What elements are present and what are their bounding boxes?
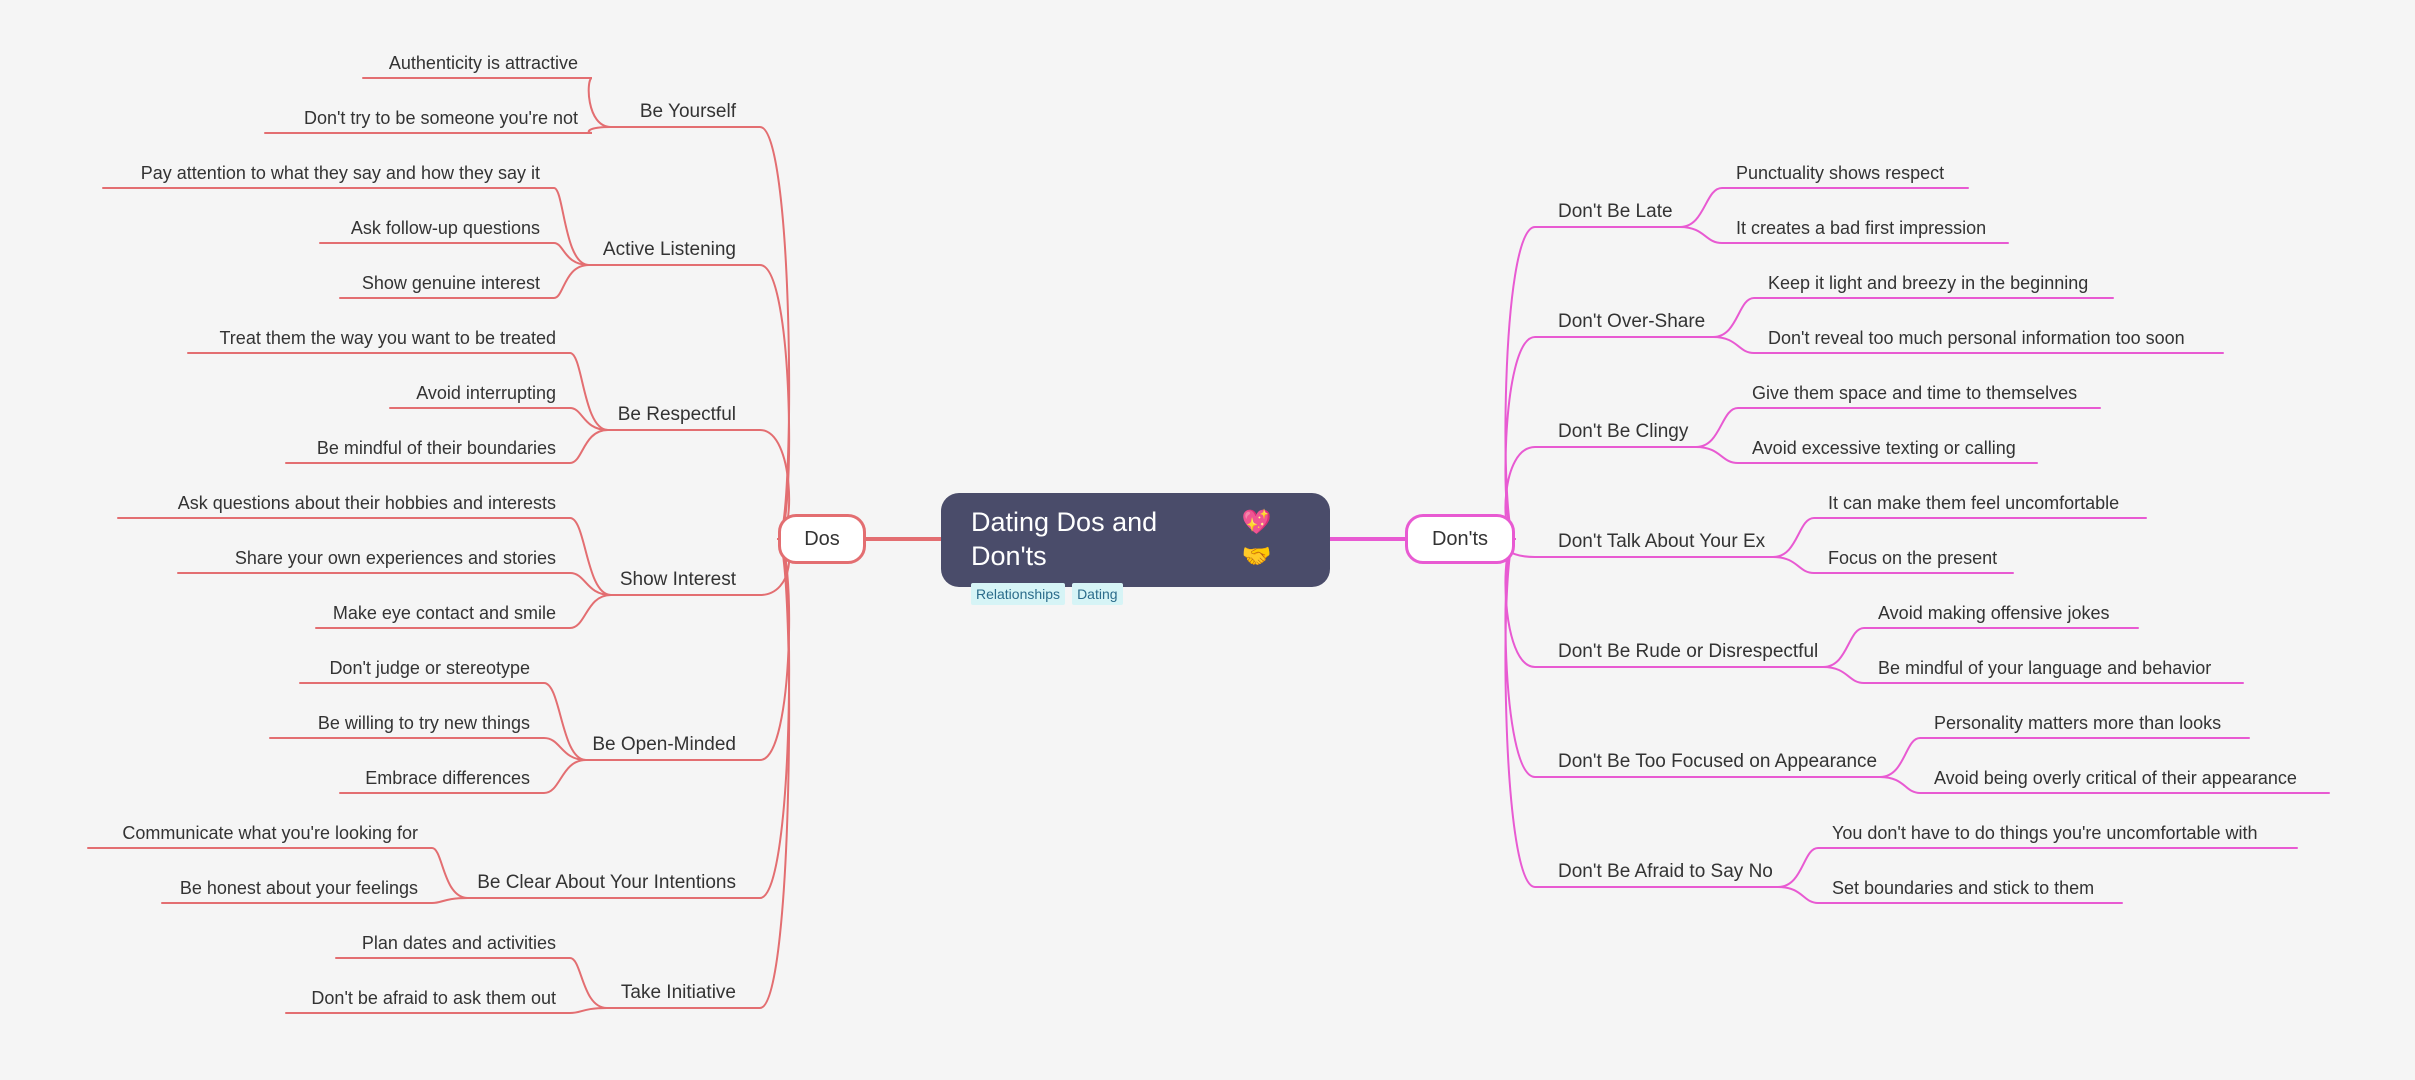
connector-item-be-yourself-1 [264,126,612,134]
connector-item-be-open-minded-0 [299,682,587,761]
connector-dos-be-respectful [607,429,791,540]
connector-item-don-t-be-late-0 [1679,187,1969,228]
heart-handshake-emoji-icon: 💖🤝 [1241,508,1272,570]
topic-show-interest[interactable]: Show Interest [619,569,736,590]
subtopic-be-open-minded-1[interactable]: Be willing to try new things [317,713,530,733]
connector-donts-don-t-be-clingy [1504,446,1697,540]
topic-don-t-over-share[interactable]: Don't Over-Share [1558,311,1706,332]
connector-item-be-open-minded-2 [339,759,587,794]
connector-item-take-initiative-1 [285,1007,608,1014]
connector-item-be-open-minded-1 [269,737,587,761]
topic-don-t-be-clingy[interactable]: Don't Be Clingy [1558,421,1689,442]
connector-item-don-t-be-afraid-to-say-no-1 [1777,886,2123,904]
connector-item-don-t-be-too-focused-on-appearance-0 [1879,737,2250,778]
connector-donts-don-t-be-late [1504,226,1681,540]
topic-active-listening[interactable]: Active Listening [602,239,736,260]
subtopic-don-t-be-too-focused-on-appearance-0[interactable]: Personality matters more than looks [1934,713,2222,733]
root-tags: Relationships Dating [971,583,1300,605]
topic-don-t-talk-about-your-ex[interactable]: Don't Talk About Your Ex [1558,531,1766,552]
subtopic-active-listening-2[interactable]: Show genuine interest [361,273,540,293]
connector-item-don-t-be-rude-or-disrespectful-0 [1822,627,2139,668]
branch-dos[interactable]: Dos [778,514,866,564]
branch-donts[interactable]: Don'ts [1405,514,1515,564]
connector-item-active-listening-2 [339,264,590,299]
subtopic-be-clear-about-your-intentions-0[interactable]: Communicate what you're looking for [122,823,418,843]
connector-dos-active-listening [588,264,791,540]
topic-don-t-be-afraid-to-say-no[interactable]: Don't Be Afraid to Say No [1558,861,1773,882]
subtopic-be-clear-about-your-intentions-1[interactable]: Be honest about your feelings [179,878,418,898]
subtopic-don-t-over-share-1[interactable]: Don't reveal too much personal informati… [1768,328,2185,348]
subtopic-active-listening-0[interactable]: Pay attention to what they say and how t… [140,163,540,183]
subtopic-active-listening-1[interactable]: Ask follow-up questions [350,218,540,238]
subtopic-be-open-minded-0[interactable]: Don't judge or stereotype [329,658,530,678]
root-title-row: Dating Dos and Don'ts 💖🤝 [971,505,1300,573]
subtopic-don-t-be-late-1[interactable]: It creates a bad first impression [1736,218,1987,238]
connector-item-don-t-be-too-focused-on-appearance-1 [1879,776,2330,794]
connector-item-don-t-over-share-1 [1712,336,2224,354]
connector-item-take-initiative-0 [335,957,608,1009]
tag-dating[interactable]: Dating [1072,583,1123,605]
topic-don-t-be-late[interactable]: Don't Be Late [1558,201,1673,222]
subtopic-don-t-be-clingy-1[interactable]: Avoid excessive texting or calling [1752,438,2016,458]
topic-be-clear-about-your-intentions[interactable]: Be Clear About Your Intentions [477,872,736,893]
connector-donts-don-t-be-afraid-to-say-no [1504,538,1779,888]
connector-item-don-t-be-clingy-1 [1695,446,2038,464]
connector-item-active-listening-1 [319,242,590,266]
connector-item-don-t-talk-about-your-ex-0 [1772,517,2147,558]
subtopic-take-initiative-1[interactable]: Don't be afraid to ask them out [311,988,556,1008]
connector-item-be-respectful-0 [187,352,609,431]
connector-dos-take-initiative [606,538,791,1009]
subtopic-be-yourself-1[interactable]: Don't try to be someone you're not [303,108,578,128]
connector-item-don-t-be-rude-or-disrespectful-1 [1822,666,2244,684]
subtopic-be-open-minded-2[interactable]: Embrace differences [365,768,530,788]
connector-item-be-respectful-1 [389,407,609,431]
subtopic-don-t-over-share-0[interactable]: Keep it light and breezy in the beginnin… [1768,273,2089,293]
subtopic-don-t-be-afraid-to-say-no-0[interactable]: You don't have to do things you're uncom… [1832,823,2258,843]
connector-item-don-t-be-late-1 [1679,226,2009,244]
topic-be-yourself[interactable]: Be Yourself [639,101,736,122]
subtopic-don-t-be-afraid-to-say-no-1[interactable]: Set boundaries and stick to them [1832,878,2095,898]
subtopic-don-t-be-rude-or-disrespectful-1[interactable]: Be mindful of your language and behavior [1878,658,2212,678]
subtopic-be-respectful-2[interactable]: Be mindful of their boundaries [316,438,556,458]
root-title: Dating Dos and Don'ts [971,507,1158,571]
topic-don-t-be-rude-or-disrespectful[interactable]: Don't Be Rude or Disrespectful [1558,641,1819,662]
topic-take-initiative[interactable]: Take Initiative [620,982,736,1003]
root-topic[interactable]: Dating Dos and Don'ts 💖🤝 Relationships D… [941,493,1330,605]
subtopic-be-respectful-1[interactable]: Avoid interrupting [416,383,556,403]
subtopic-show-interest-1[interactable]: Share your own experiences and stories [234,548,556,568]
connector-item-don-t-over-share-0 [1712,297,2114,338]
subtopic-don-t-be-late-0[interactable]: Punctuality shows respect [1736,163,1945,183]
topic-don-t-be-too-focused-on-appearance[interactable]: Don't Be Too Focused on Appearance [1558,751,1878,772]
subtopic-don-t-be-clingy-0[interactable]: Give them space and time to themselves [1752,383,2078,403]
connector-dos-be-yourself [610,126,791,540]
connector-item-be-clear-about-your-intentions-0 [87,847,469,899]
connector-item-don-t-talk-about-your-ex-1 [1772,556,2014,574]
subtopic-don-t-talk-about-your-ex-1[interactable]: Focus on the present [1828,548,1998,568]
connector-item-don-t-be-clingy-0 [1695,407,2101,448]
subtopic-don-t-be-too-focused-on-appearance-1[interactable]: Avoid being overly critical of their app… [1934,768,2297,788]
connector-item-show-interest-2 [315,594,612,629]
topic-be-open-minded[interactable]: Be Open-Minded [592,734,736,755]
connector-item-be-yourself-0 [362,77,612,128]
tag-relationships[interactable]: Relationships [971,583,1066,605]
connector-item-show-interest-1 [177,572,612,596]
connector-item-active-listening-0 [102,187,590,266]
topic-be-respectful[interactable]: Be Respectful [617,404,736,425]
subtopic-show-interest-2[interactable]: Make eye contact and smile [332,603,556,623]
subtopic-be-respectful-0[interactable]: Treat them the way you want to be treate… [219,328,556,348]
subtopic-be-yourself-0[interactable]: Authenticity is attractive [388,53,578,73]
subtopic-don-t-be-rude-or-disrespectful-0[interactable]: Avoid making offensive jokes [1878,603,2110,623]
connector-item-be-clear-about-your-intentions-1 [161,897,469,904]
subtopic-show-interest-0[interactable]: Ask questions about their hobbies and in… [177,493,556,513]
subtopic-take-initiative-0[interactable]: Plan dates and activities [361,933,556,953]
connector-item-be-respectful-2 [285,429,609,464]
connector-item-show-interest-0 [117,517,612,596]
connector-item-don-t-be-afraid-to-say-no-0 [1777,847,2298,888]
subtopic-don-t-talk-about-your-ex-0[interactable]: It can make them feel uncomfortable [1828,493,2120,513]
